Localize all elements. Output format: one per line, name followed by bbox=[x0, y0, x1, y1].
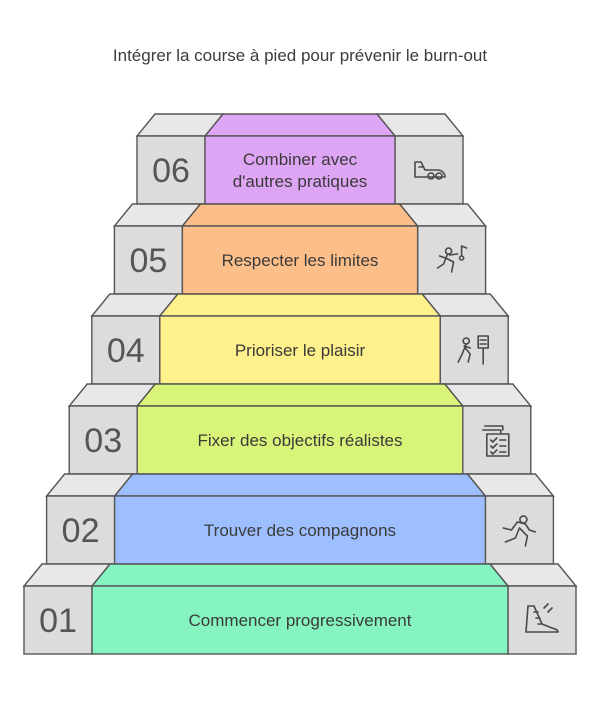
step-left-face bbox=[136, 135, 206, 205]
step-label: Prioriser le plaisir bbox=[235, 341, 366, 360]
step-left-face bbox=[68, 405, 138, 475]
step-number: 03 bbox=[84, 422, 122, 460]
step-02: 02 Trouver des compagnons bbox=[45, 473, 555, 565]
walker-sign-icon bbox=[457, 335, 490, 365]
step-left-face bbox=[91, 315, 161, 385]
step-riser bbox=[91, 585, 509, 655]
runner-music-icon bbox=[436, 245, 468, 273]
step-04: 04 Prioriser le plaisir bbox=[90, 293, 510, 385]
step-riser bbox=[159, 315, 441, 385]
runner-icon bbox=[502, 515, 537, 547]
step-right-face bbox=[507, 585, 577, 655]
step-right-face bbox=[439, 315, 509, 385]
step-03: 03 Fixer des objectifs réalistes bbox=[67, 383, 533, 475]
step-05: 05 Respecter les limites bbox=[112, 203, 488, 295]
sneaker-icon bbox=[525, 603, 559, 633]
step-label: d'autres pratiques bbox=[233, 172, 368, 191]
shoe-icon bbox=[414, 161, 446, 180]
step-tread bbox=[158, 293, 442, 317]
step-left-face bbox=[45, 495, 116, 565]
step-riser bbox=[204, 135, 396, 205]
step-number: 06 bbox=[152, 152, 190, 190]
step-right-face bbox=[462, 405, 532, 475]
step-riser bbox=[113, 495, 487, 565]
step-label: Respecter les limites bbox=[222, 251, 379, 270]
step-label: Combiner avec bbox=[243, 150, 358, 169]
step-tread bbox=[113, 473, 487, 497]
checklist-icon bbox=[481, 425, 510, 457]
step-number: 01 bbox=[39, 602, 77, 640]
step-right-face bbox=[416, 225, 487, 295]
step-label: Trouver des compagnons bbox=[204, 521, 396, 540]
step-number: 04 bbox=[107, 332, 145, 370]
step-number: 02 bbox=[62, 512, 100, 550]
step-riser bbox=[181, 225, 419, 295]
diagram-title: Intégrer la course à pied pour prévenir … bbox=[112, 46, 488, 65]
step-tread bbox=[90, 563, 510, 587]
step-label: Fixer des objectifs réalistes bbox=[197, 431, 402, 450]
step-tread bbox=[135, 383, 465, 407]
step-01: 01 Commencer progressivement bbox=[22, 563, 578, 655]
step-06: 06 Combiner avec d'autres pratiques bbox=[135, 113, 465, 205]
step-label: Commencer progressivement bbox=[189, 611, 412, 630]
step-number: 05 bbox=[129, 242, 167, 280]
step-tread bbox=[203, 113, 397, 137]
step-tread bbox=[180, 203, 420, 227]
